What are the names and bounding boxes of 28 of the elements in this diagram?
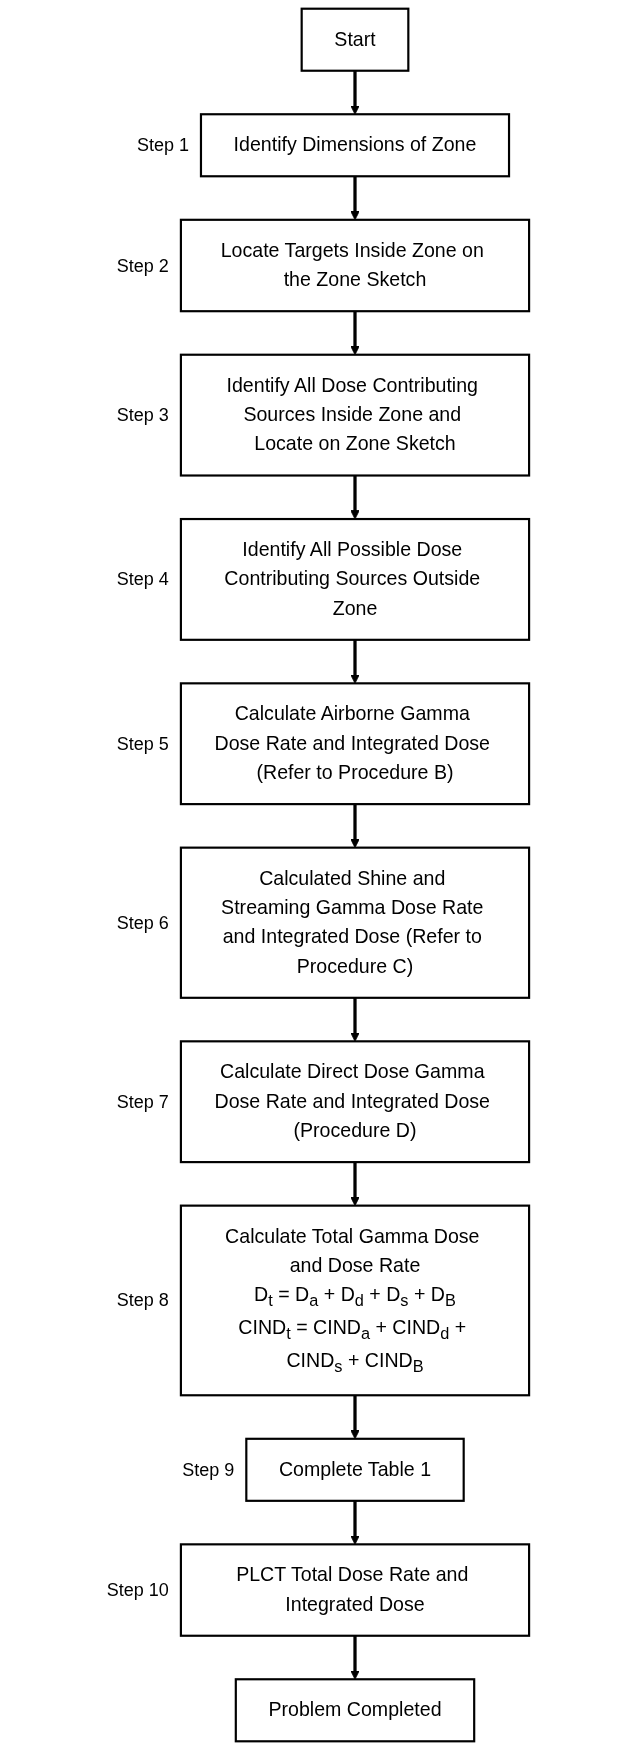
step-label: Step 1 [136,134,189,156]
node-box: Identify All Possible Dose Contributing Sources Outside Zone [179,517,531,641]
step-label: Step 2 [116,255,169,276]
arrow [350,1500,360,1545]
arrow [350,1635,360,1680]
node-box: Identify Dimensions of Zone [199,113,511,178]
node-box: Start [300,7,410,72]
node-box: Calculate Total Gamma Dose and Dose Rate D$_{t}$ = D$_{a}$ + D$_{d}$ + D$_{s}$ + D$_{B}$ CIND$_{t}$ = CIND$_{a}$ + CIND$_{d}$ + CIND$_{s}$ + CIND$_{B}$ [179,1204,531,1397]
node-box: Problem Completed [234,1678,476,1743]
step-label: Step 8 [116,1289,169,1311]
arrow [350,475,360,520]
arrow [350,70,360,115]
step-label: Step 7 [116,1091,169,1113]
node-box: Complete Table 1 [245,1437,465,1502]
node-box: Calculate Direct Dose Gamma Dose Rate and Integrated Dose (Procedure D) [179,1040,531,1164]
step-label: Step 4 [116,568,169,590]
step-label: Step 9 [182,1459,235,1481]
step-label: Step 5 [116,733,169,755]
node-box: PLCT Total Dose Rate and Integrated Dose [179,1543,531,1637]
step-label: Step 10 [106,1579,169,1601]
node-box: Locate Targets Inside Zone on the Zone Sketch [179,218,531,313]
step-label: Step 3 [116,404,169,426]
node-box: Identify All Dose Contributing Sources Inside Zone and Locate on Zone Sketch [179,353,531,477]
arrow [350,997,360,1042]
node-box: Calculate Airborne Gamma Dose Rate and Integrated Dose (Refer to Procedure B) [179,682,531,806]
node-box: Calculated Shine and Streaming Gamma Dose Rate and Integrated Dose (Refer to Procedure C) [179,846,531,999]
arrow [350,639,360,684]
step-label: Step 6 [116,912,169,934]
